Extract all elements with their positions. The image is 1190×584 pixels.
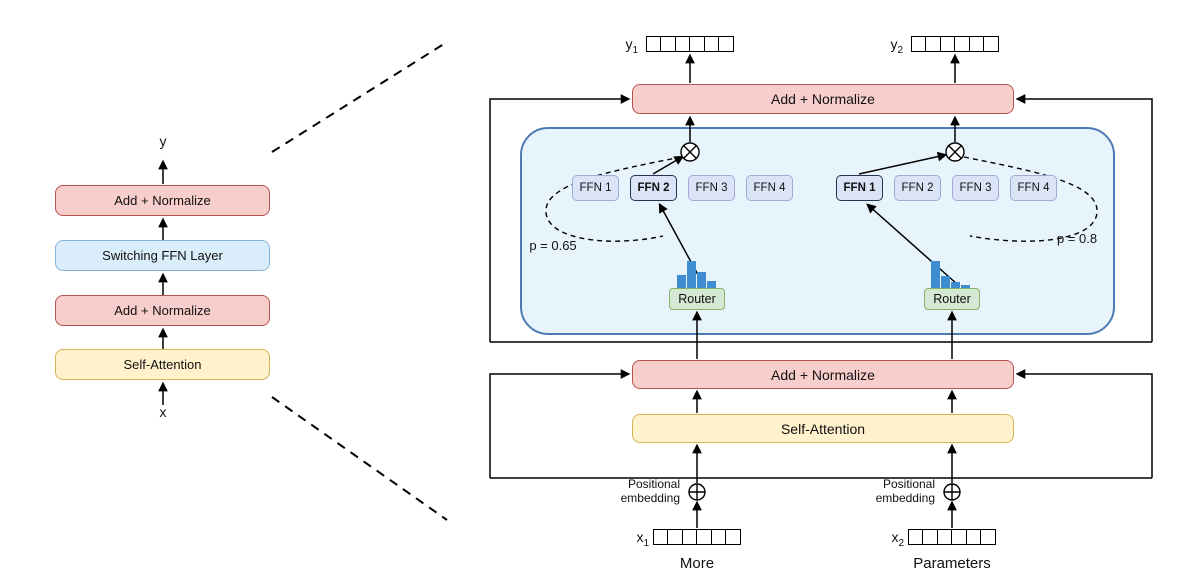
top-add-normalize-bar: Add + Normalize xyxy=(632,84,1014,114)
input-label-x2-sub: 2 xyxy=(898,537,904,549)
ffn-box-1-2-selected: FFN 2 xyxy=(630,175,677,201)
input-tokens-x1 xyxy=(653,529,742,545)
ffn-box-2-1-selected: FFN 1 xyxy=(836,175,883,201)
left-block-switching-ffn: Switching FFN Layer xyxy=(55,240,270,271)
histogram-bar xyxy=(931,261,940,288)
positional-add-icon-2 xyxy=(943,483,961,501)
switching-ffn-container xyxy=(520,127,1115,335)
ffn-box-2-4: FFN 4 xyxy=(1010,175,1057,201)
output-label-y1: y1 xyxy=(602,36,638,56)
gate-probability-label-2: p = 0.8 xyxy=(1056,231,1098,246)
positional-embedding-label-2: Positional embedding xyxy=(875,477,935,505)
left-block-add-normalize-top: Add + Normalize xyxy=(55,185,270,216)
zoom-guide-bottom xyxy=(271,396,448,521)
gate-probability-label-1: p = 0.65 xyxy=(529,238,577,253)
histogram-bar xyxy=(697,272,706,288)
output-label-y2: y2 xyxy=(867,36,903,56)
input-tokens-x2 xyxy=(908,529,997,545)
output-label-y2-sub: 2 xyxy=(897,44,903,56)
token-cell xyxy=(983,36,1000,52)
input-label-x1-sub: 1 xyxy=(643,537,649,549)
output-label-y2-base: y xyxy=(890,36,898,52)
input-label-x2: x2 xyxy=(864,529,904,549)
histogram-bar xyxy=(677,275,686,288)
left-block-self-attention: Self-Attention xyxy=(55,349,270,380)
histogram-bar xyxy=(961,285,970,288)
router-histogram-2 xyxy=(931,260,970,288)
input-label-x1-base: x xyxy=(636,529,644,545)
histogram-bar xyxy=(951,282,960,288)
ffn-box-2-3: FFN 3 xyxy=(952,175,999,201)
self-attention-bar: Self-Attention xyxy=(632,414,1014,443)
positional-embedding-label-1: Positional embedding xyxy=(620,477,680,505)
residual-mid-right xyxy=(1015,369,1153,478)
output-label-y1-base: y xyxy=(625,36,633,52)
output-tokens-y2 xyxy=(911,36,1000,52)
ffn-box-2-2: FFN 2 xyxy=(894,175,941,201)
ffn-box-1-1: FFN 1 xyxy=(572,175,619,201)
positional-add-icon-1 xyxy=(688,483,706,501)
router-box-2: Router xyxy=(924,288,980,310)
histogram-bar xyxy=(707,281,716,288)
ffn-box-1-4: FFN 4 xyxy=(746,175,793,201)
router-box-1: Router xyxy=(669,288,725,310)
token-cell xyxy=(725,529,742,545)
caption-parameters: Parameters xyxy=(913,555,991,572)
input-label-x1: x1 xyxy=(609,529,649,549)
mid-add-normalize-bar: Add + Normalize xyxy=(632,360,1014,389)
histogram-bar xyxy=(687,261,696,288)
ffn-box-1-3: FFN 3 xyxy=(688,175,735,201)
zoom-guide-top xyxy=(271,41,448,153)
caption-more: More xyxy=(679,555,715,572)
histogram-bar xyxy=(941,276,950,288)
left-input-label: x xyxy=(159,404,167,420)
left-output-label: y xyxy=(159,133,167,149)
residual-mid-left xyxy=(489,369,631,478)
token-cell xyxy=(718,36,735,52)
router-histogram-1 xyxy=(677,260,716,288)
output-tokens-y1 xyxy=(646,36,735,52)
input-label-x2-base: x xyxy=(891,529,899,545)
left-block-add-normalize-bottom: Add + Normalize xyxy=(55,295,270,326)
output-label-y1-sub: 1 xyxy=(632,44,638,56)
token-cell xyxy=(980,529,997,545)
